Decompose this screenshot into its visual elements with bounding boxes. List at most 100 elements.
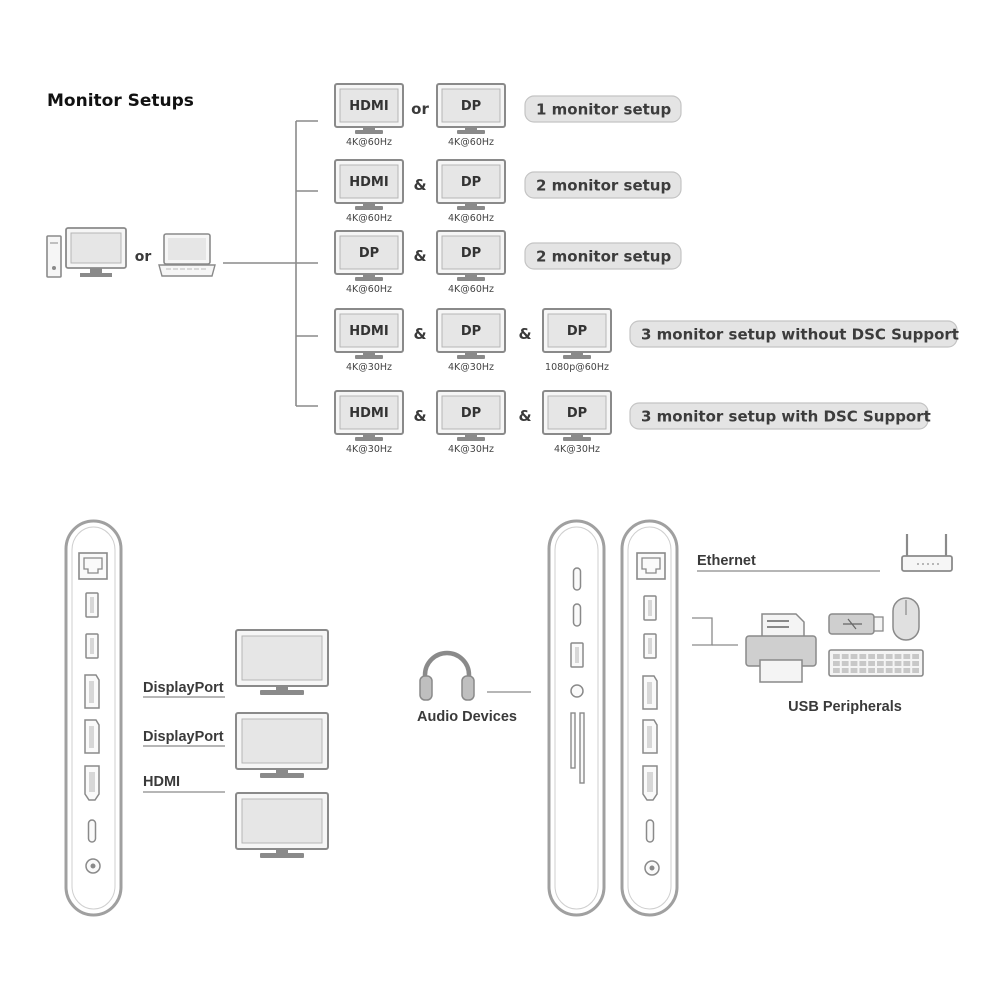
keyboard-key	[841, 668, 849, 673]
port-label: HDMI	[349, 324, 388, 339]
keyboard-key	[833, 668, 840, 673]
usb-c-port	[572, 567, 582, 591]
ethernet-port-socket	[641, 557, 661, 574]
keyboard-key	[912, 654, 919, 659]
port-label: HDMI	[349, 99, 388, 114]
monitor-base	[355, 206, 383, 210]
monitor-screen	[441, 395, 501, 430]
pill-shape	[629, 320, 958, 348]
keyboard-key	[885, 668, 893, 673]
port-label: DP	[567, 406, 587, 421]
ethernet-port-frame	[636, 552, 666, 580]
dock-outer-shell	[620, 519, 679, 917]
monitor-screen	[441, 164, 501, 199]
router-led	[917, 563, 919, 565]
keyboard-key	[833, 654, 840, 659]
keyboard-key	[859, 661, 867, 666]
front-dock-panel	[547, 519, 606, 917]
monitor-screen	[241, 718, 323, 764]
monitor-base	[355, 277, 383, 281]
displayport-pins	[647, 726, 652, 748]
micro-sd-card-slot	[579, 712, 585, 784]
setup-label-pill: 2 monitor setup	[524, 242, 682, 270]
keyboard-key	[877, 661, 884, 666]
keyboard-key	[894, 668, 902, 673]
usb-c-port	[572, 603, 582, 627]
pill-shape	[629, 402, 929, 430]
dock-inner-rim	[554, 526, 599, 910]
usb-c-port	[87, 819, 97, 843]
usb-stick-connector	[873, 616, 884, 632]
router-icon	[901, 555, 953, 572]
port-label: DP	[461, 246, 481, 261]
keyboard-key	[868, 661, 875, 666]
monitor-screen	[339, 235, 399, 270]
monitor-screen	[339, 395, 399, 430]
resolution-label: 4K@30Hz	[448, 444, 494, 455]
setup-connector: &	[518, 407, 531, 425]
port-label: DP	[461, 99, 481, 114]
resolution-label: 4K@30Hz	[346, 362, 392, 373]
port-label: DP	[359, 246, 379, 261]
dock-inner-rim	[71, 526, 116, 910]
monitor-screen	[547, 395, 607, 430]
monitor-base	[457, 437, 485, 441]
keyboard-key	[912, 668, 919, 673]
monitor-base	[260, 690, 304, 695]
usb-c-port	[645, 819, 655, 843]
keyboard-key	[877, 668, 884, 673]
monitor-screen	[339, 313, 399, 348]
ethernet-port-frame	[78, 552, 108, 580]
ethernet-port	[78, 552, 108, 580]
printer-output-tray	[759, 659, 803, 683]
usb-symbol-icon	[843, 618, 862, 630]
hdmi-monitor	[235, 792, 329, 858]
setup-connector: &	[413, 247, 426, 265]
pill-shape	[524, 171, 682, 199]
left-dock-label: HDMI	[143, 774, 180, 790]
setup-label: 3 monitor setup without DSC Support	[641, 326, 959, 344]
setup-connector: or	[411, 100, 429, 118]
ethernet-port-socket	[83, 557, 103, 574]
ethernet-port	[636, 552, 666, 580]
monitor-screen	[547, 313, 607, 348]
keyboard-key	[850, 661, 858, 666]
sd-card-slot	[570, 712, 576, 769]
monitor-base	[457, 277, 485, 281]
port-label: HDMI	[349, 406, 388, 421]
keyboard-key	[850, 654, 858, 659]
headphones-right-cup	[461, 675, 475, 701]
keyboard-key	[903, 668, 911, 673]
displayport-pins	[89, 681, 94, 703]
ethernet-label: Ethernet	[697, 553, 756, 569]
keyboard-key	[868, 668, 875, 673]
dock-inner-rim	[627, 526, 672, 910]
keyboard-key	[912, 661, 919, 666]
keyboard-key	[859, 654, 867, 659]
usb-a-port-tongue	[90, 638, 94, 654]
monitor-neck	[465, 127, 477, 131]
ethernet-connection: Ethernet	[697, 534, 953, 572]
keyboard-key	[903, 654, 911, 659]
usb-peripherals-label: USB Peripherals	[788, 699, 902, 715]
monitor-neck	[465, 352, 477, 356]
hdmi-pins	[89, 772, 95, 792]
resolution-label: 4K@30Hz	[448, 362, 494, 373]
dock-outer-shell	[547, 519, 606, 917]
port-label: DP	[567, 324, 587, 339]
setup-connector: &	[518, 325, 531, 343]
monitor-screen	[241, 635, 323, 681]
dc-power-pin	[90, 863, 96, 869]
usb-bracket	[692, 617, 713, 646]
usb-peripherals: USB Peripherals	[692, 597, 924, 715]
audio-devices-label: Audio Devices	[417, 709, 517, 725]
monitor-icon: HDMI 4K@30Hz	[334, 308, 404, 373]
monitor-base	[355, 437, 383, 441]
tower-button	[52, 266, 56, 270]
setup-label-pill: 3 monitor setup without DSC Support	[629, 320, 959, 348]
keyboard-key	[859, 668, 867, 673]
monitor-neck	[465, 434, 477, 438]
